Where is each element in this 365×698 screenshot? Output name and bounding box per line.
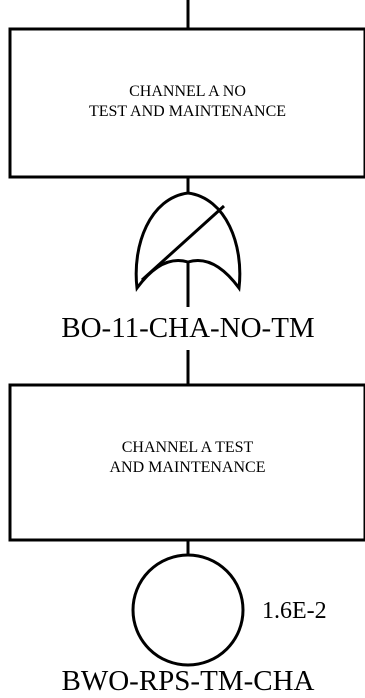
basic-event-circle [131,553,245,667]
gate-slash [140,204,226,282]
basic-event-label: BWO-RPS-TM-CHA [61,665,315,697]
event-box-1-line1: CHANNEL A NO [129,83,246,100]
basic-event-probability: 1.6E-2 [262,598,327,624]
event-box-1-line2: TEST AND MAINTENANCE [88,103,287,120]
event-box-2-line2: AND MAINTENANCE [109,459,266,476]
event-box-2-text: CHANNEL A TEST AND MAINTENANCE [12,438,363,478]
event-box-2-line1: CHANNEL A TEST [121,439,254,456]
event-box-1-frame [8,27,365,179]
gate-label: BO-11-CHA-NO-TM [50,310,326,346]
event-box-2-frame [8,383,365,542]
event-box-1-text: CHANNEL A NO TEST AND MAINTENANCE [12,82,363,122]
